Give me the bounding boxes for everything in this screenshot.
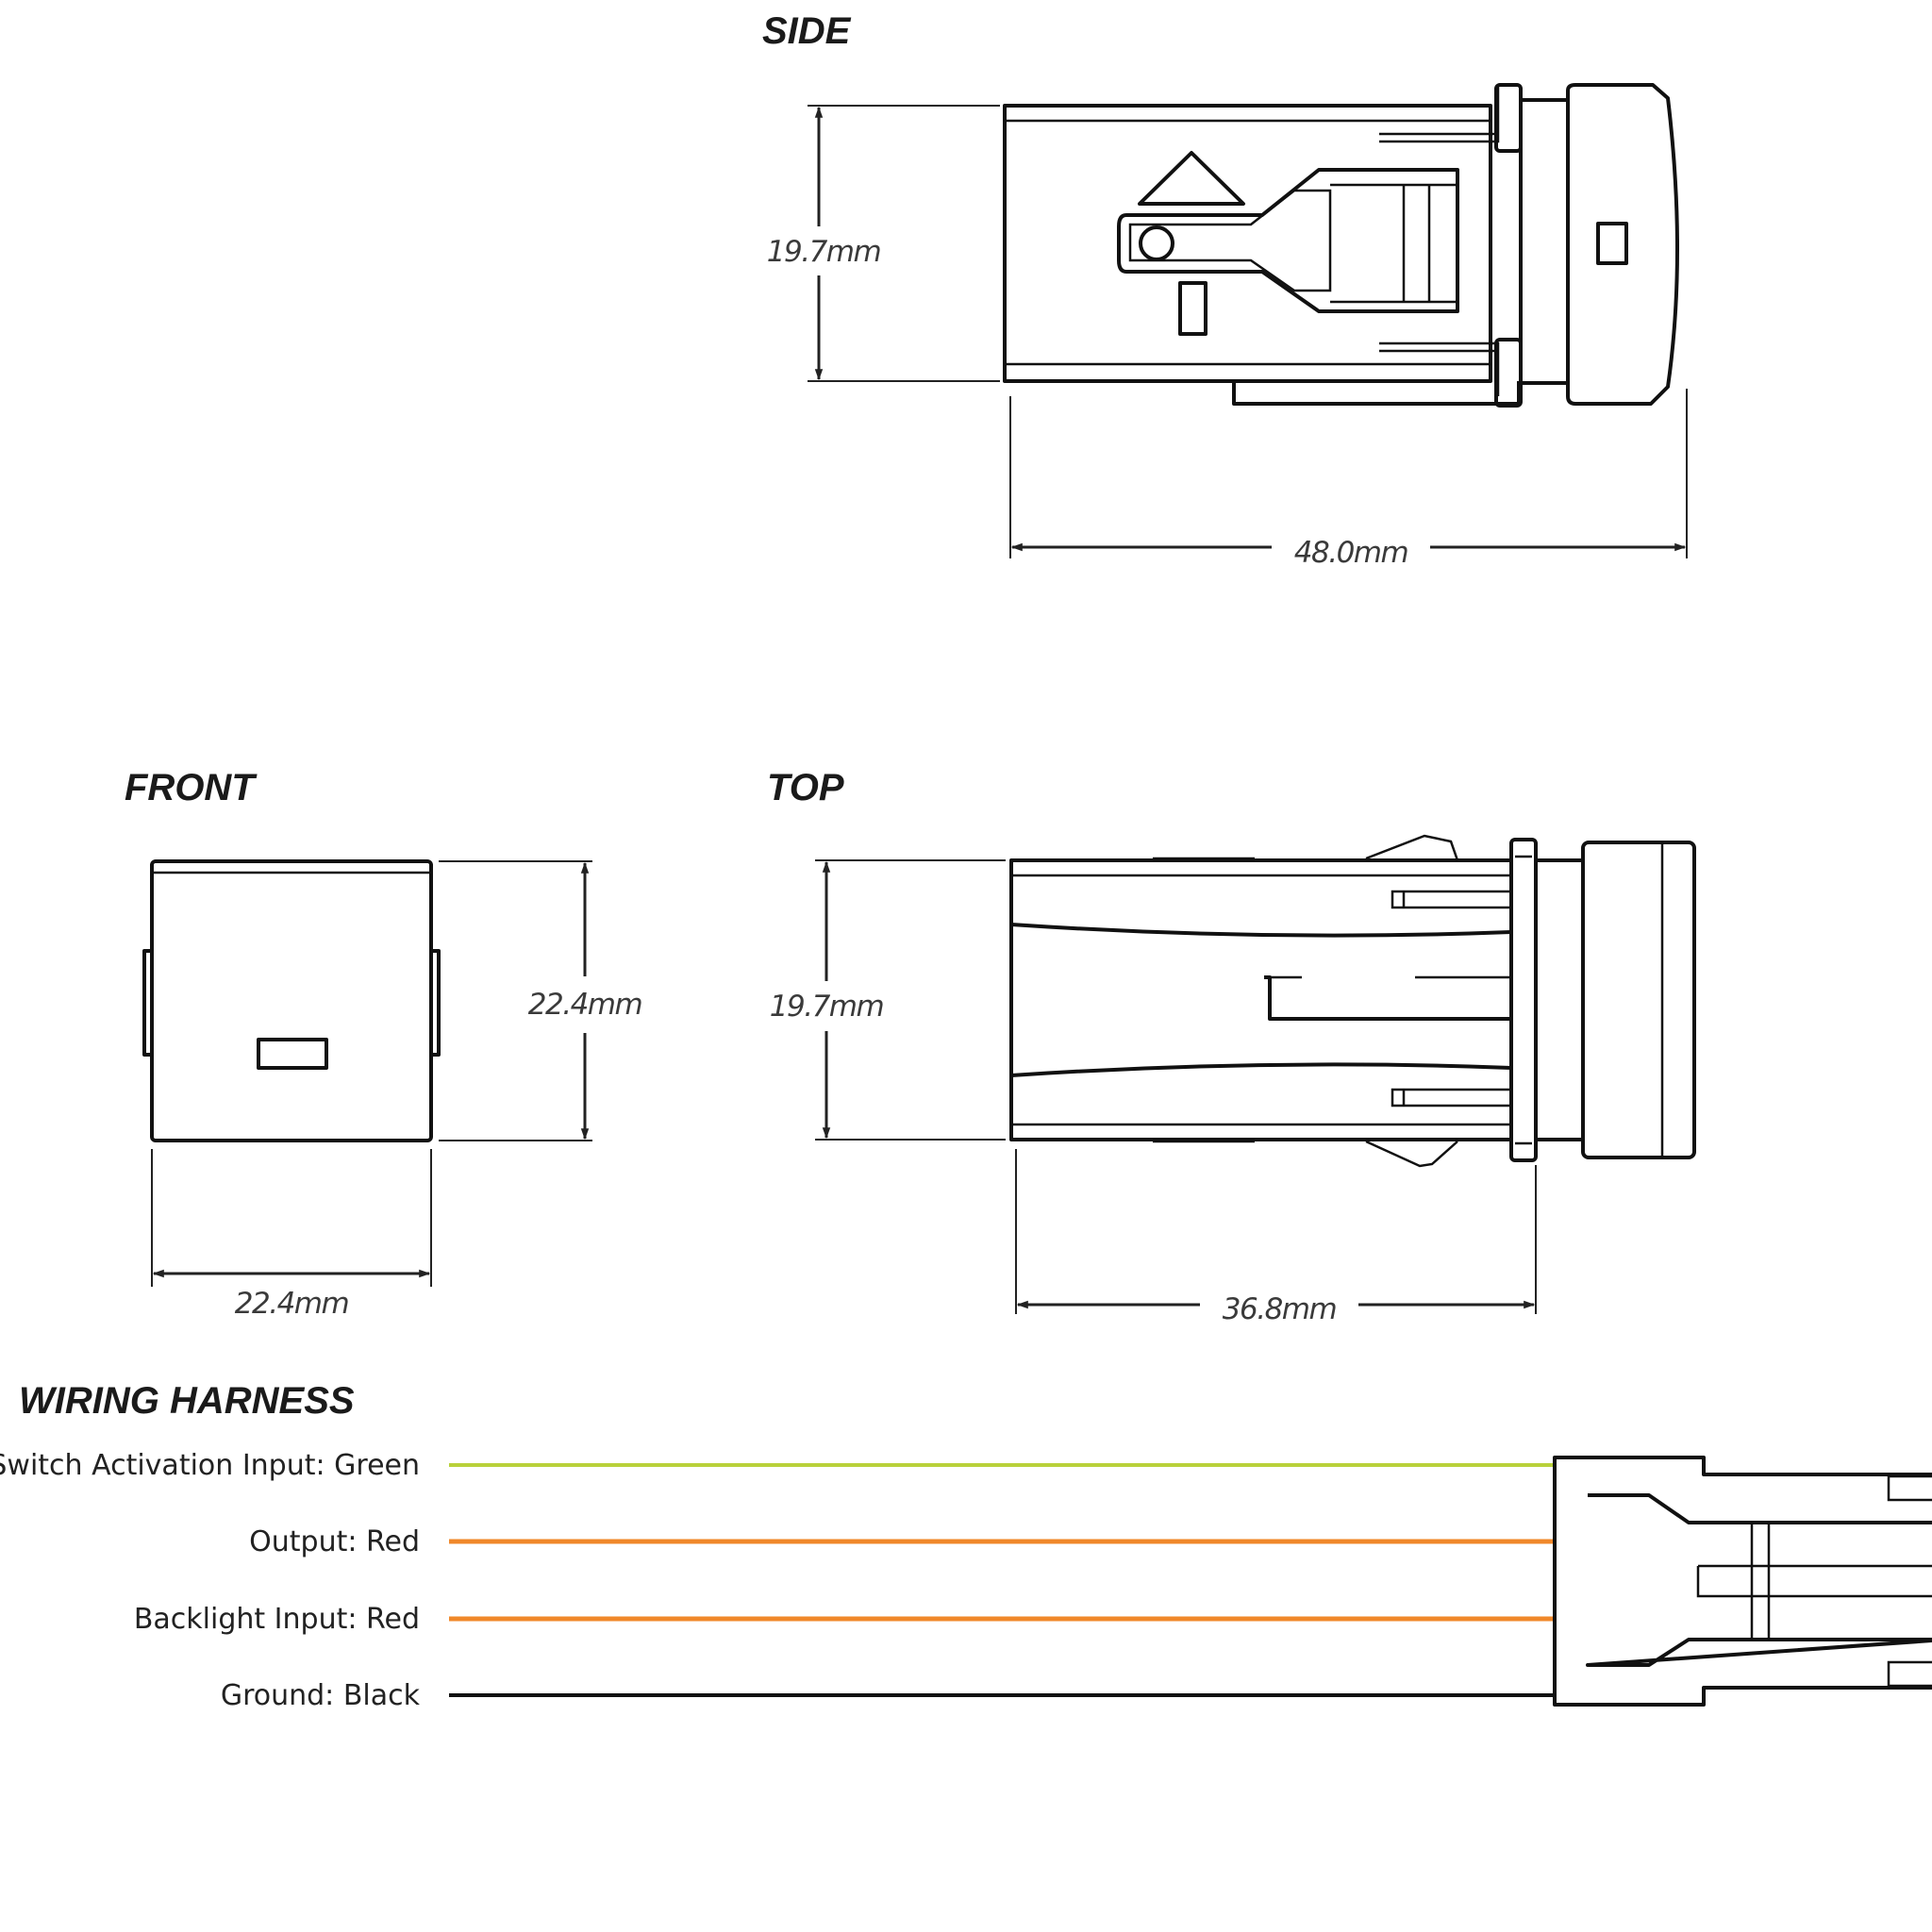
front-width-dimension: 22.4mm: [151, 1149, 432, 1321]
wire-switch-activation: Switch Activation Input: Green: [0, 1449, 1555, 1482]
side-switch-body: [1003, 83, 1679, 408]
top-switch-body: [1009, 834, 1696, 1168]
side-view-heading: SIDE: [762, 10, 852, 52]
harness-connector: [1553, 1456, 1932, 1707]
wire-output: Output: Red: [249, 1525, 1555, 1558]
wire-backlight-input: Backlight Input: Red: [134, 1603, 1555, 1636]
top-length-dimension: 36.8mm: [1015, 1149, 1537, 1326]
front-height-label: 22.4mm: [528, 988, 642, 1022]
front-switch-face: [142, 859, 441, 1142]
front-view-heading: FRONT: [125, 767, 258, 808]
wire-label: Ground: Black: [221, 1679, 421, 1712]
wiring-harness: WIRING HARNESS Switch Activation Input: …: [0, 1380, 1932, 1712]
side-length-label: 48.0mm: [1294, 536, 1408, 570]
wire-label: Output: Red: [249, 1525, 420, 1558]
front-height-dimension: 22.4mm: [439, 860, 643, 1141]
side-view: SIDE: [762, 10, 1688, 570]
side-height-dimension: 19.7mm: [767, 105, 1000, 382]
side-length-dimension: 48.0mm: [1009, 389, 1688, 570]
top-view: TOP: [767, 767, 1696, 1326]
wire-ground: Ground: Black: [221, 1679, 1555, 1712]
front-view: FRONT 22.4mm 22.4mm: [125, 767, 643, 1321]
top-view-heading: TOP: [767, 767, 844, 808]
wire-label: Switch Activation Input: Green: [0, 1449, 420, 1482]
front-width-label: 22.4mm: [235, 1287, 349, 1321]
top-height-label: 19.7mm: [770, 990, 884, 1024]
top-height-dimension: 19.7mm: [770, 859, 1006, 1141]
wire-label: Backlight Input: Red: [134, 1603, 420, 1636]
side-height-label: 19.7mm: [767, 235, 881, 269]
wiring-harness-heading: WIRING HARNESS: [19, 1380, 355, 1422]
top-length-label: 36.8mm: [1223, 1292, 1337, 1326]
